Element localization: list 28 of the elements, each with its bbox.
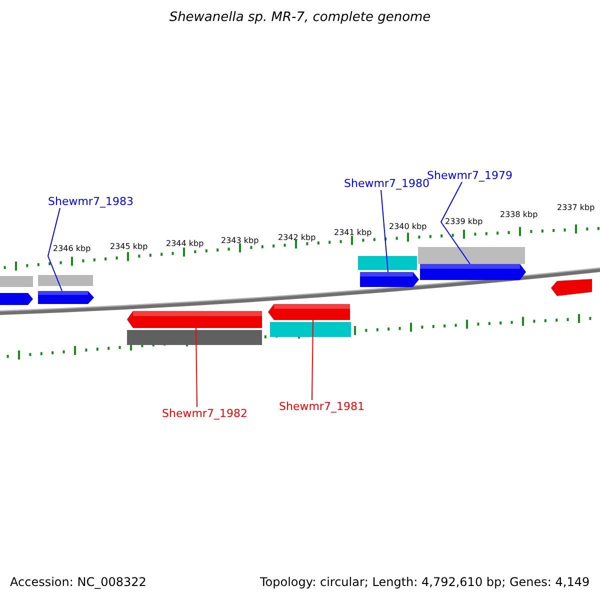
coordinate-label: 2346 kbp [53,244,91,254]
gene-label: Shewmr7_1982 [162,407,248,420]
leader-line [312,320,314,400]
gene-label: Shewmr7_1981 [279,400,364,413]
gene-label: Shewmr7_1979 [427,169,512,182]
coordinate-label: 2343 kbp [221,236,259,246]
map-title: Shewanella sp. MR-7, complete genome [168,10,432,25]
coordinate-label: 2342 kbp [278,233,316,243]
gene-feature [360,272,419,287]
coordinate-label: 2345 kbp [110,242,148,252]
leader-line [196,328,198,408]
footer-text: Accession: NC_008322 [10,575,146,589]
gene-label: Shewmr7_1983 [48,195,134,208]
coordinate-label: 2344 kbp [166,239,204,249]
leader-line [47,208,62,292]
coordinate-label: 2339 kbp [445,217,483,227]
coordinate-label: 2337 kbp [557,203,595,213]
gene-feature [268,304,350,320]
coordinate-label: 2340 kbp [389,222,427,232]
coordinate-label: 2338 kbp [500,210,538,220]
leader-line [440,182,470,264]
gene-label: Shewmr7_1980 [344,177,430,190]
leader-line [380,190,388,272]
gene-feature [38,291,94,304]
coordinate-label: 2341 kbp [334,228,372,238]
gene-feature [420,264,526,280]
footer-text: Topology: circular; Length: 4,792,610 bp; Genes: 4,149 [260,575,590,589]
gene-feature [127,311,262,328]
